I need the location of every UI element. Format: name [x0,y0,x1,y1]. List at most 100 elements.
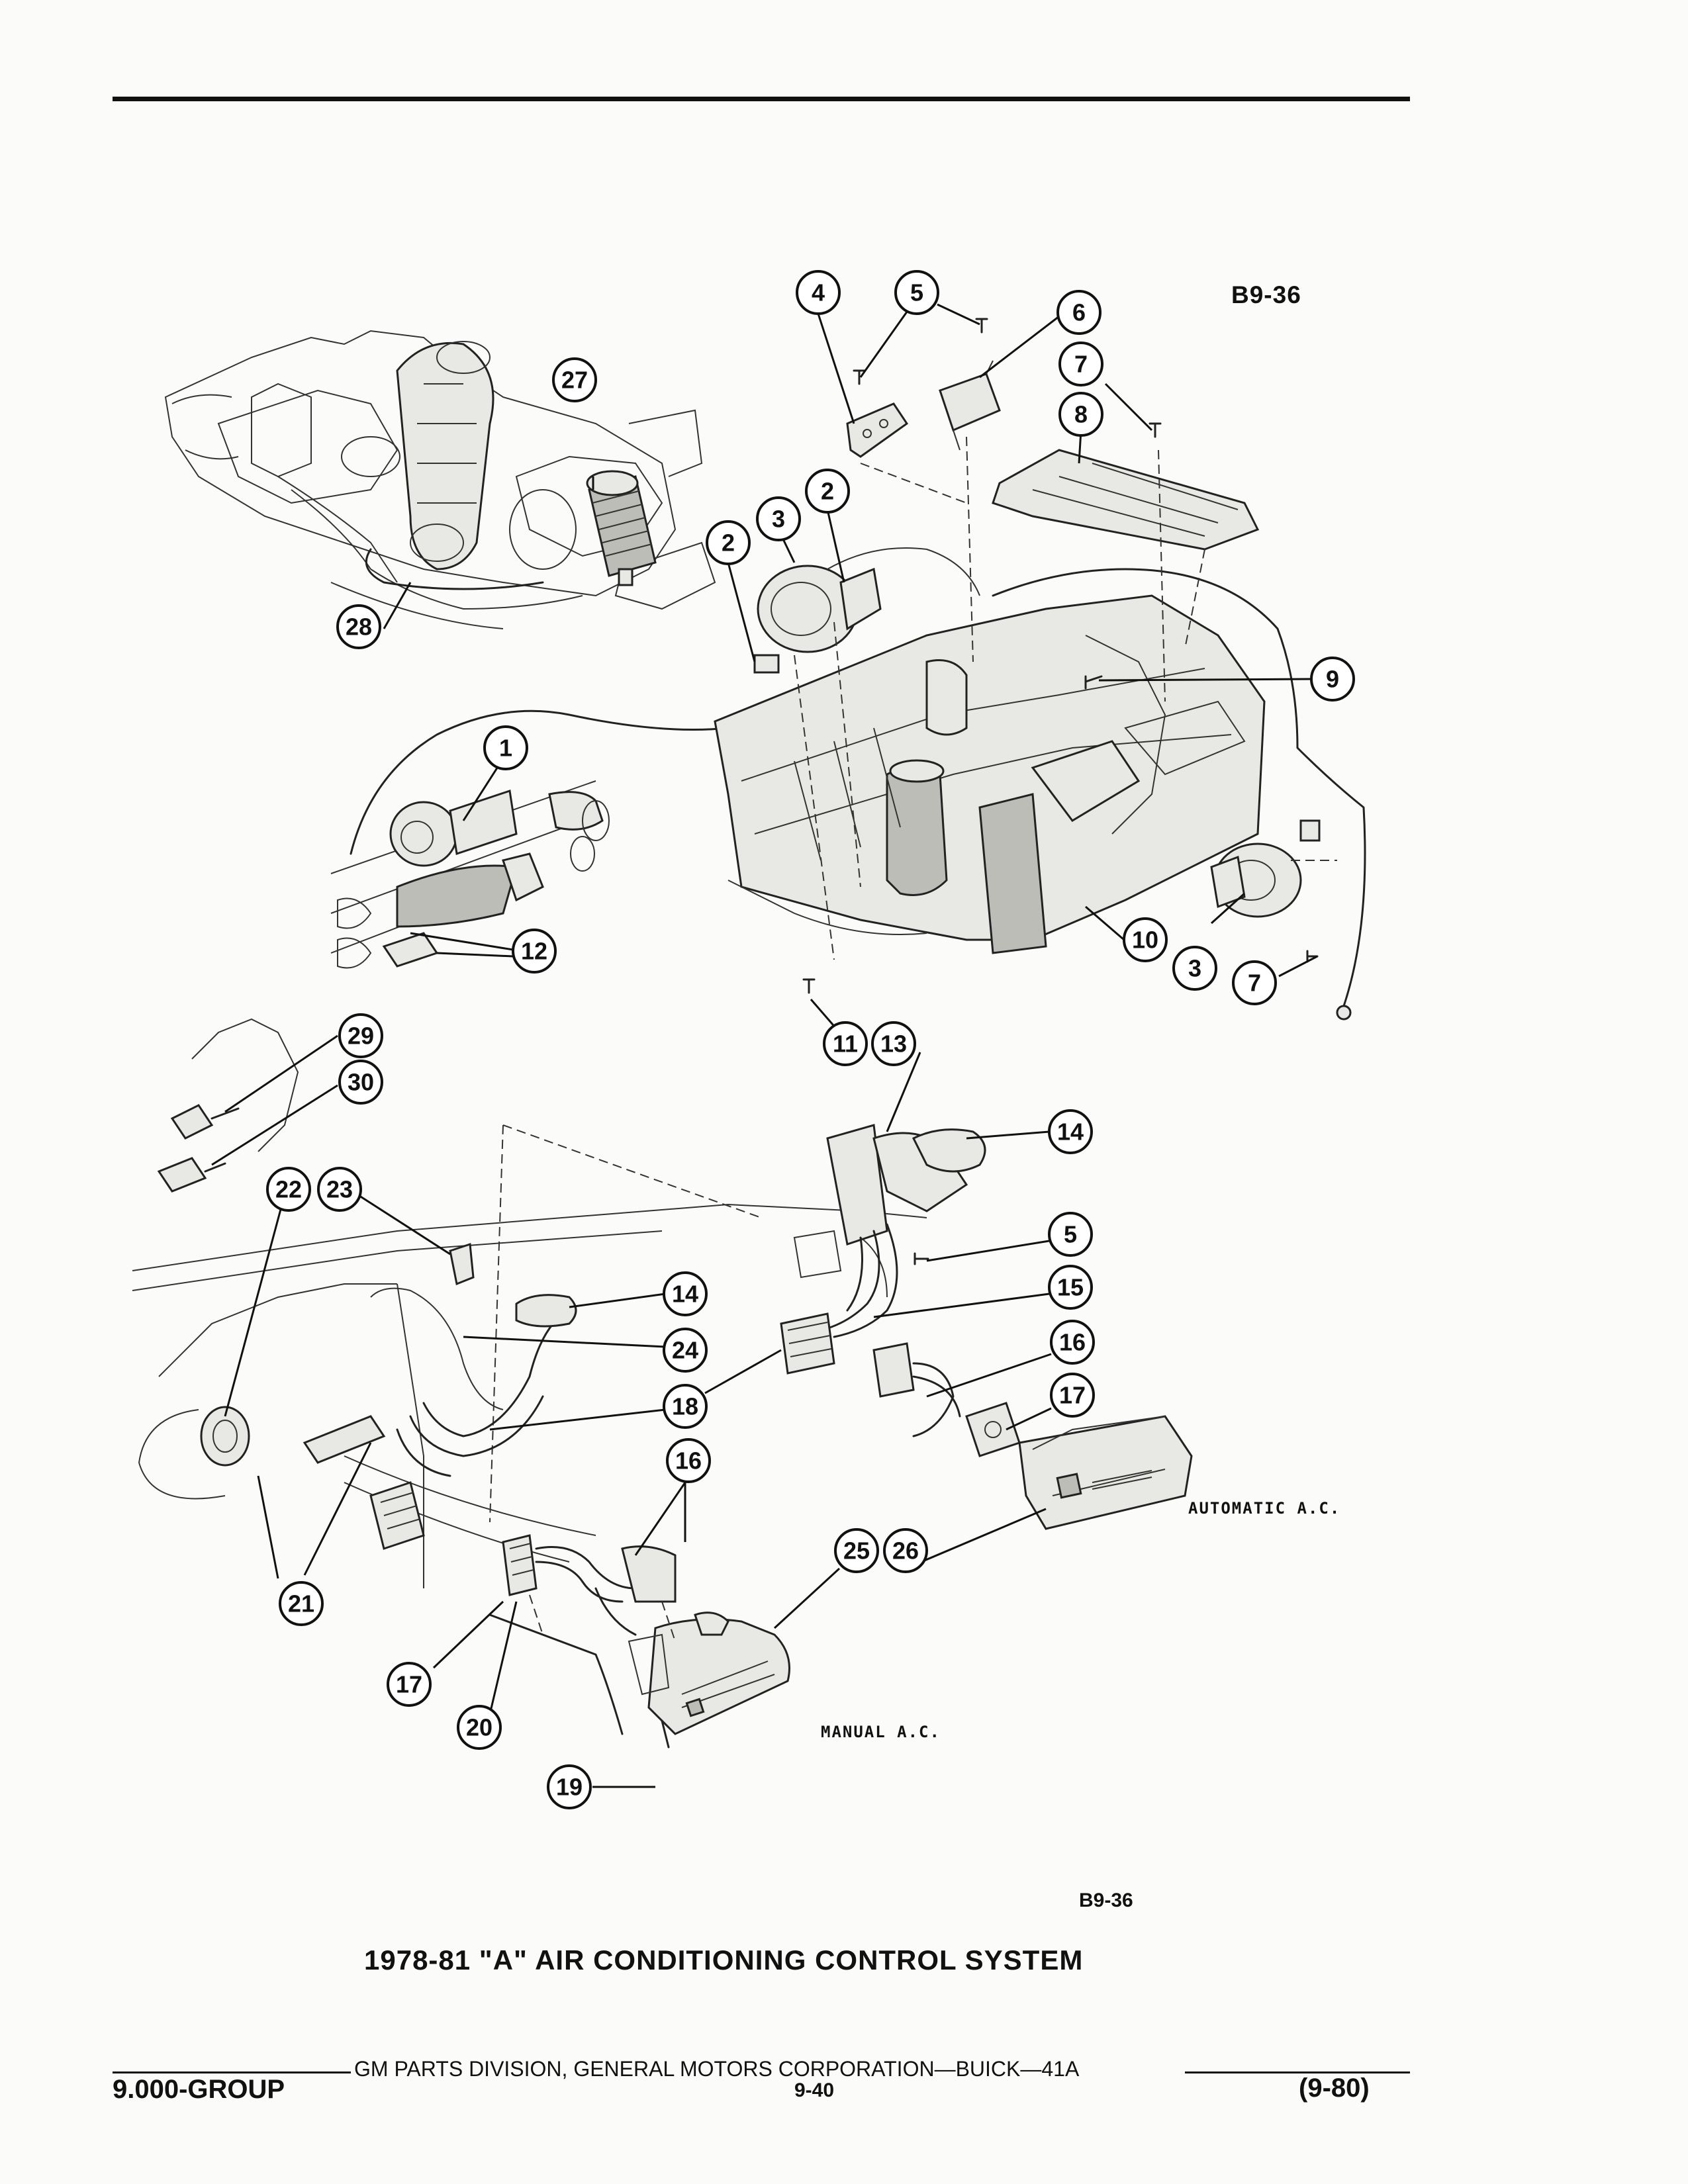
callout-11: 11 [823,1021,868,1066]
footer-rule-left [113,2071,351,2073]
callout-25-label: 25 [843,1537,870,1565]
servo-actuator-part-3-lower [1210,819,1321,918]
programmer-part-13 [793,1124,986,1298]
callout-12: 12 [512,929,557,974]
callout-5b: 5 [1048,1212,1093,1257]
heater-ac-case-part-10 [714,594,1266,954]
callout-17b-label: 17 [396,1671,422,1698]
relay-part-6 [939,360,1001,451]
callout-3a: 3 [756,496,801,541]
relay-part-17-auto [965,1402,1021,1457]
callout-6: 6 [1056,290,1102,335]
vacuum-actuator-assembly [330,780,610,969]
callout-17a-label: 17 [1059,1382,1086,1409]
callout-9-label: 9 [1326,666,1339,693]
vacuum-connector-part-14-left [515,1294,577,1328]
callout-23: 23 [317,1167,362,1212]
callout-27: 27 [552,357,597,402]
vacuum-tank-part-27 [586,470,657,586]
callout-17a: 17 [1050,1373,1095,1418]
callout-10-label: 10 [1132,927,1158,954]
callout-3b: 3 [1172,946,1217,991]
callout-18-label: 18 [672,1393,698,1420]
callout-21-label: 21 [288,1590,314,1617]
footer-rule-right [1185,2071,1410,2073]
callout-4-label: 4 [812,279,825,306]
manual-connectors [489,1534,677,1749]
callout-2a-label: 2 [722,529,735,557]
callout-30: 30 [338,1060,383,1105]
callout-24-label: 24 [672,1337,698,1364]
sensor-tip [1336,1005,1352,1021]
harness-part-15 [780,1223,898,1375]
callout-12-label: 12 [521,938,547,965]
footer-page-number: 9-40 [794,2079,835,2101]
callout-22: 22 [266,1167,311,1212]
callout-13-label: 13 [880,1030,907,1058]
automatic-ac-control-head [1018,1415,1193,1530]
callout-14b: 14 [663,1271,708,1316]
figure-code-bottom: B9-36 [1079,1889,1133,1911]
callout-6-label: 6 [1072,299,1086,326]
callout-15-label: 15 [1057,1274,1084,1301]
callout-1-label: 1 [499,735,512,762]
callout-3b-label: 3 [1188,955,1201,982]
footer-group: 9.000-GROUP [113,2075,285,2104]
callout-7a: 7 [1058,341,1103,387]
automatic-ac-label: AUTOMATIC A.C. [1188,1499,1341,1518]
callout-2a: 2 [706,520,751,565]
callout-28-label: 28 [346,614,372,641]
callout-1: 1 [483,725,528,770]
blower-control-part-22-23 [138,1242,475,1500]
callout-27-label: 27 [561,367,588,394]
callout-14a-label: 14 [1057,1118,1084,1146]
callout-24: 24 [663,1328,708,1373]
callout-9: 9 [1310,657,1355,702]
sensor-part-30 [157,1157,226,1193]
top-rule [113,97,1410,101]
callout-5a-label: 5 [910,279,923,306]
callout-25: 25 [834,1528,879,1573]
callout-10: 10 [1123,917,1168,962]
callout-13: 13 [871,1021,916,1066]
leader-lines [211,297,1318,1788]
sensor-part-29 [170,1018,299,1152]
callout-17b: 17 [387,1662,432,1707]
wiring-harness-part-18 [303,1287,571,1550]
callout-7b: 7 [1232,960,1277,1005]
callout-16a: 16 [1050,1320,1095,1365]
callout-23-label: 23 [326,1176,353,1203]
callout-26-label: 26 [892,1537,919,1565]
callout-20-label: 20 [466,1714,492,1741]
cover-part-8 [992,449,1260,551]
callout-5a: 5 [894,270,939,315]
callout-14b-label: 14 [672,1281,698,1308]
footer-publisher: GM PARTS DIVISION, GENERAL MOTORS CORPOR… [354,2057,1080,2081]
callout-19-label: 19 [556,1774,583,1801]
callout-18: 18 [663,1384,708,1429]
callout-5b-label: 5 [1064,1221,1077,1248]
callout-15: 15 [1048,1265,1093,1310]
callout-29: 29 [338,1013,383,1058]
callout-3a-label: 3 [772,506,785,533]
callout-7b-label: 7 [1248,970,1261,997]
callout-16a-label: 16 [1059,1329,1086,1356]
figure-caption: 1978-81 "A" AIR CONDITIONING CONTROL SYS… [364,1944,1084,1976]
engine-compartment-drawing [164,330,716,629]
figure-code-top: B9-36 [1231,281,1301,308]
callout-22-label: 22 [275,1176,302,1203]
callout-7a-label: 7 [1074,351,1088,378]
sensor-cable-right [992,568,1366,1007]
callout-11-label: 11 [833,1030,858,1058]
bracket-part-4 [846,402,909,458]
temperature-cable [350,709,729,855]
callout-8-label: 8 [1074,401,1088,428]
callout-16b-label: 16 [675,1447,702,1475]
callout-8: 8 [1058,392,1103,437]
callout-29-label: 29 [348,1023,374,1050]
servo-actuator-part-3-upper [753,547,980,674]
footer-date: (9-80) [1299,2073,1370,2103]
callout-14a: 14 [1048,1109,1093,1154]
